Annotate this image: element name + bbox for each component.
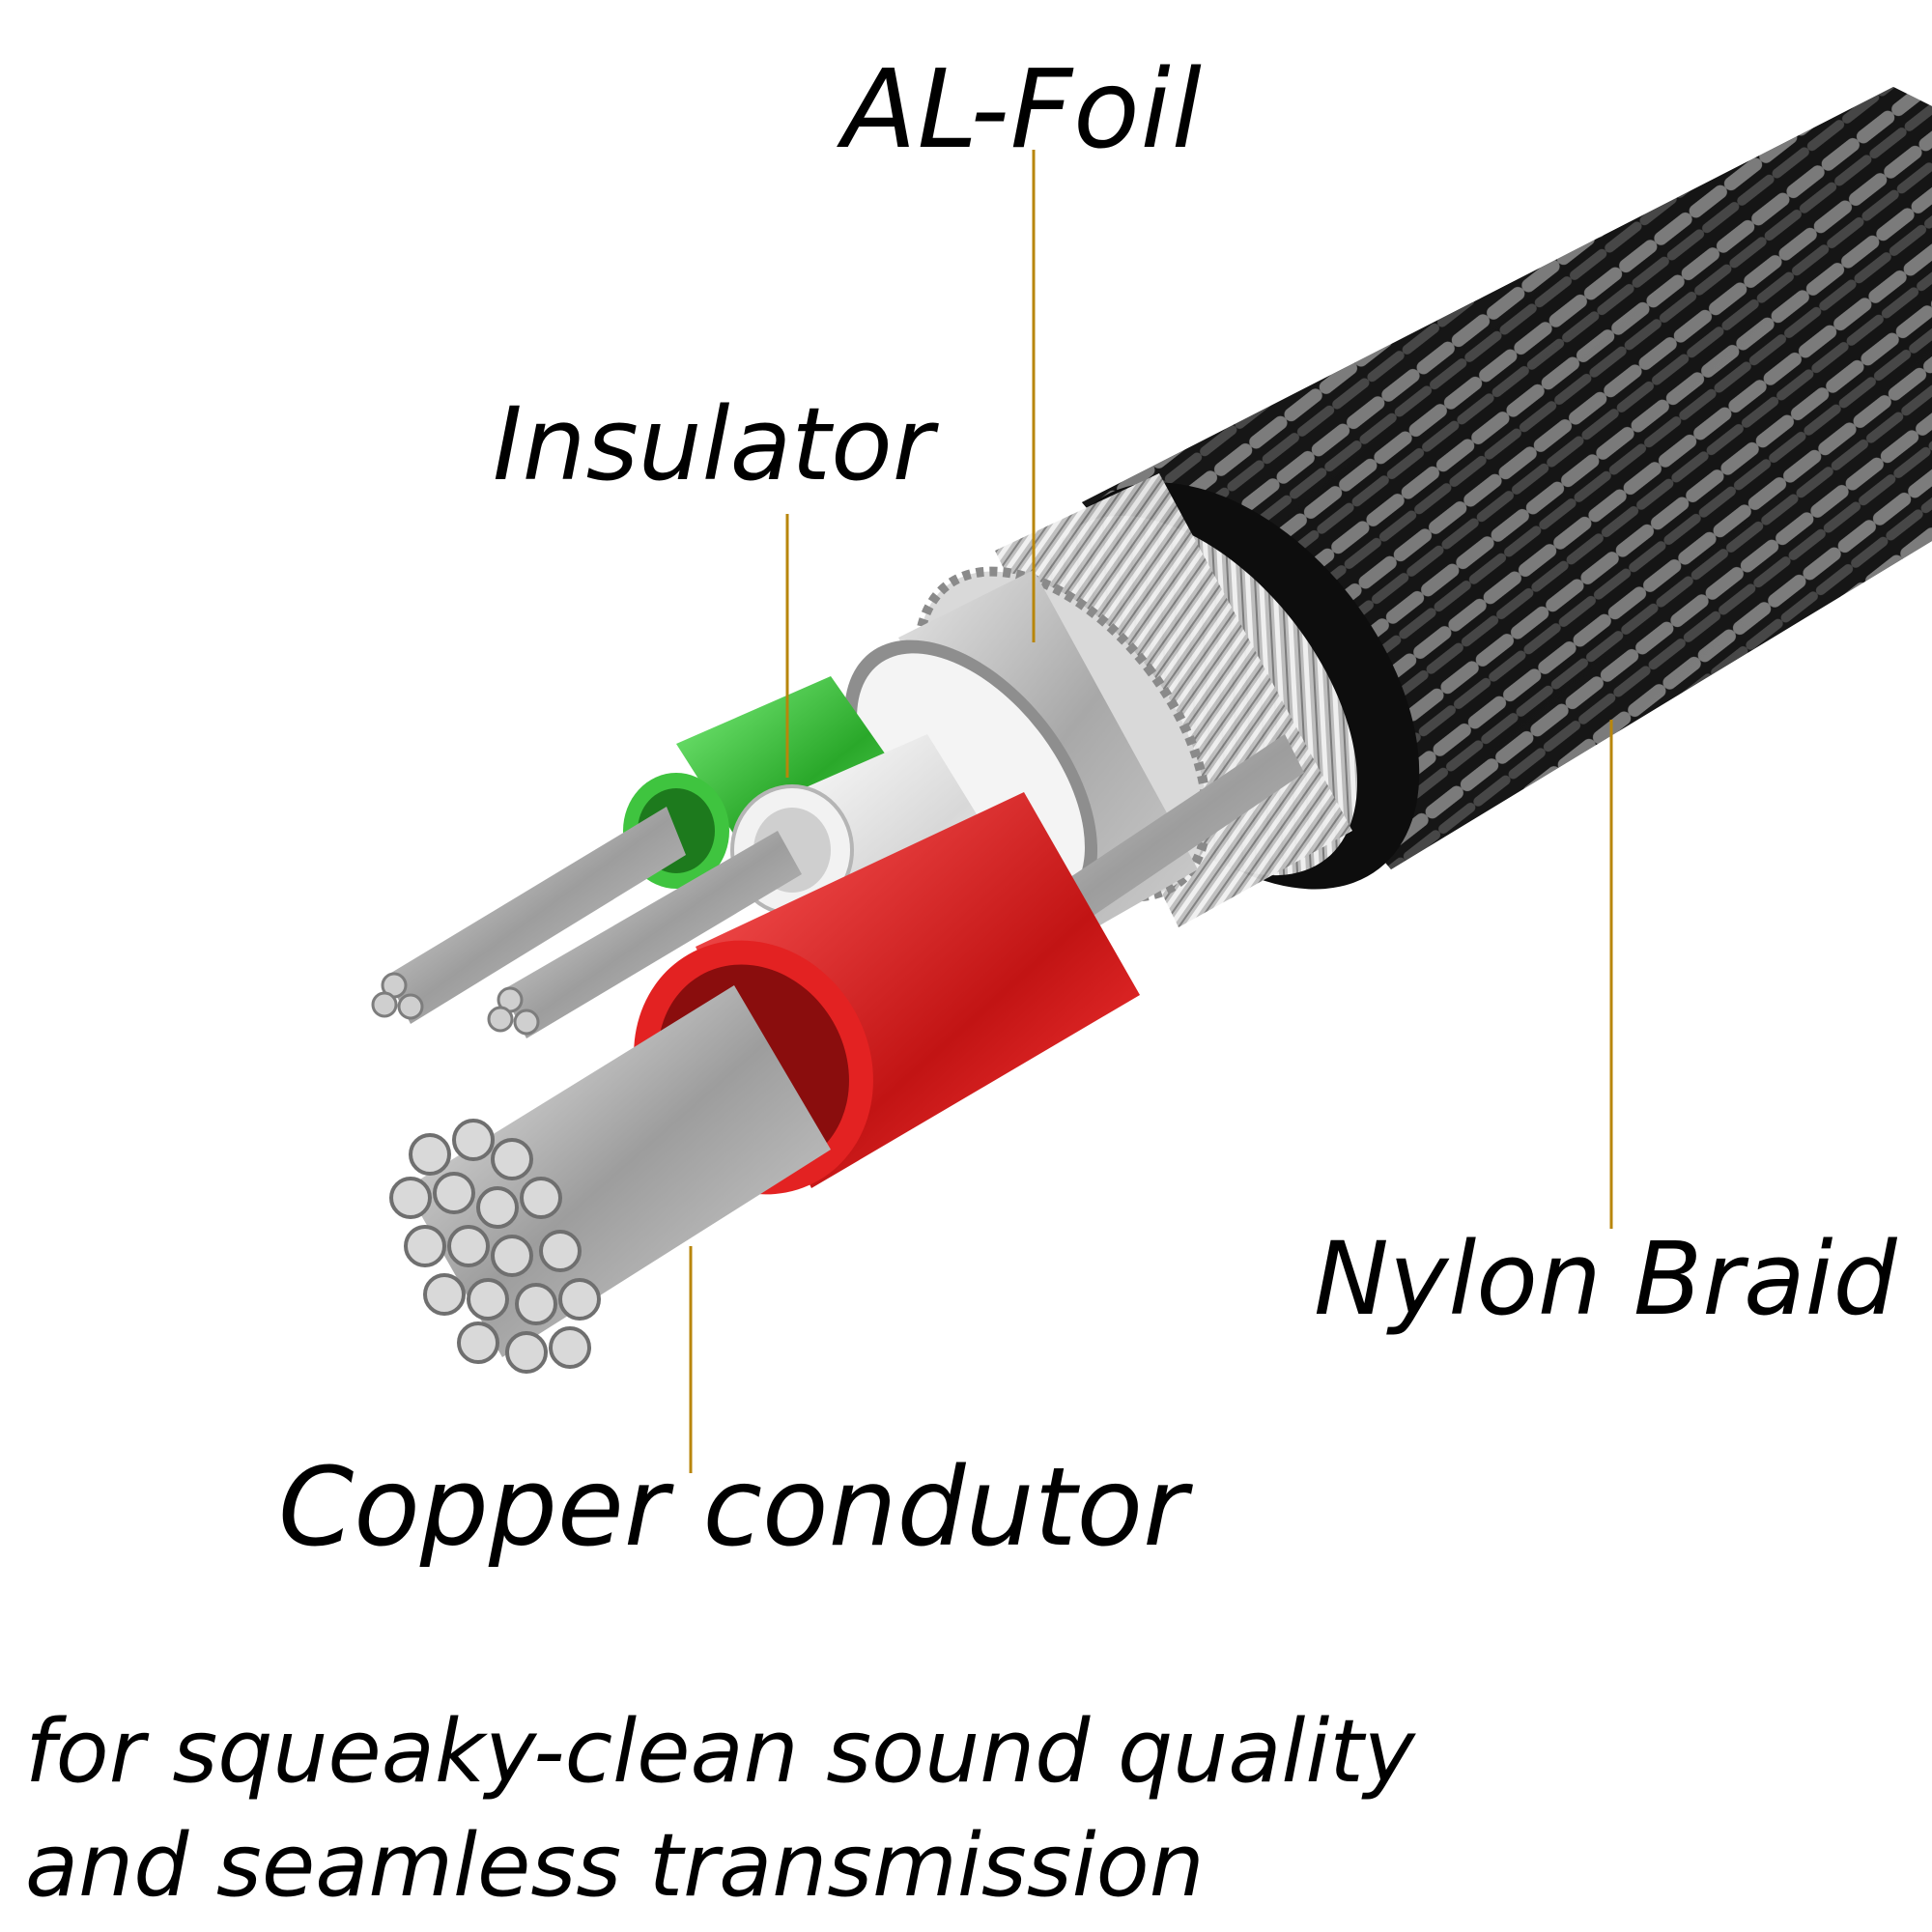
leader-lines bbox=[689, 150, 1613, 1473]
tagline: for squeaky-clean sound quality and seam… bbox=[25, 1695, 1415, 1923]
conductor-strand-ends bbox=[389, 1119, 601, 1374]
label-copper-conductor: Copper condutor bbox=[278, 1445, 1188, 1571]
copper-conductor-bundle bbox=[389, 985, 831, 1374]
label-al-foil: AL-Foil bbox=[842, 47, 1203, 173]
label-nylon-braid: Nylon Braid bbox=[1314, 1220, 1897, 1338]
tagline-line-1: for squeaky-clean sound quality bbox=[25, 1701, 1415, 1803]
label-insulator: Insulator bbox=[493, 385, 934, 503]
tagline-line-2: and seamless transmission bbox=[25, 1815, 1205, 1917]
